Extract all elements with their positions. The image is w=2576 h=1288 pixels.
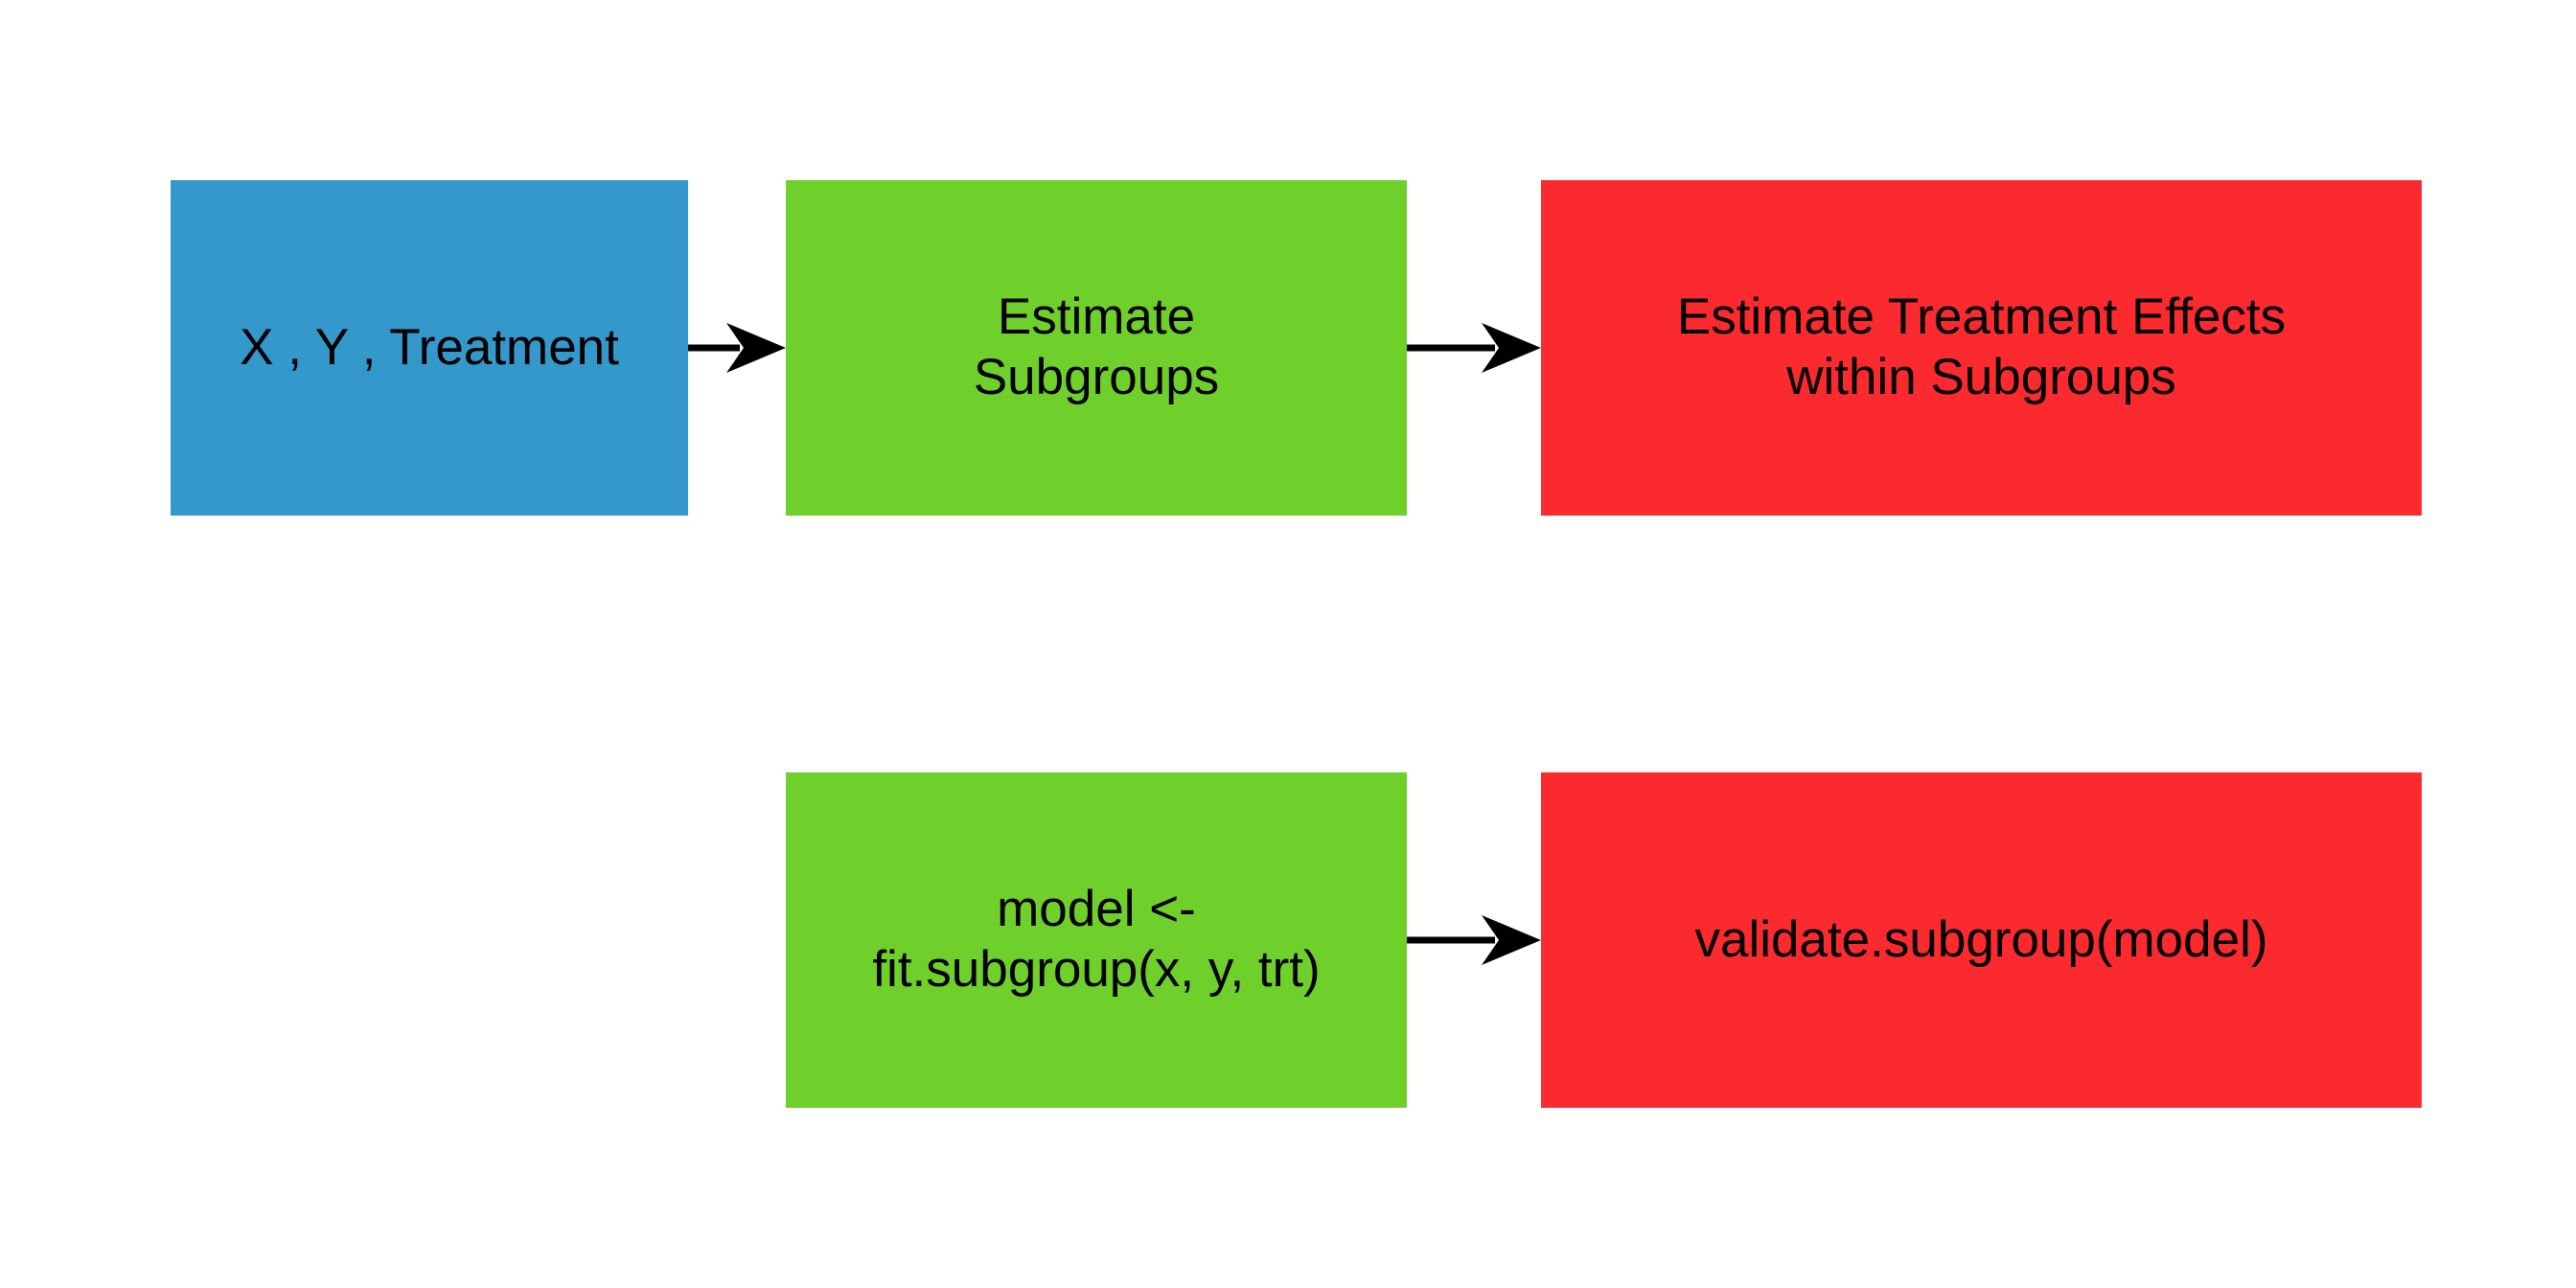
node-validate-subgroup-call[interactable]: validate.subgroup(model)	[1541, 772, 2422, 1108]
node-estimate-treatment-effects-label: Estimate Treatment Effects within Subgro…	[1676, 288, 2287, 405]
node-fit-subgroup-call-label: model <- fit.subgroup(x, y, trt)	[872, 881, 1321, 998]
node-fit-subgroup-call[interactable]: model <- fit.subgroup(x, y, trt)	[786, 772, 1407, 1108]
node-estimate-subgroups[interactable]: Estimate Subgroups	[786, 180, 1407, 516]
node-data-inputs-label: X , Y , Treatment	[240, 318, 619, 376]
node-estimate-treatment-effects[interactable]: Estimate Treatment Effects within Subgro…	[1541, 180, 2422, 516]
arrow-data-to-subgroups	[659, 319, 815, 380]
arrow-fit-to-validate	[1378, 911, 1570, 973]
node-validate-subgroup-call-label: validate.subgroup(model)	[1694, 910, 2268, 968]
arrow-subgroups-to-effects	[1378, 319, 1570, 380]
node-estimate-subgroups-label: Estimate Subgroups	[973, 288, 1220, 405]
node-data-inputs[interactable]: X , Y , Treatment	[171, 180, 688, 516]
